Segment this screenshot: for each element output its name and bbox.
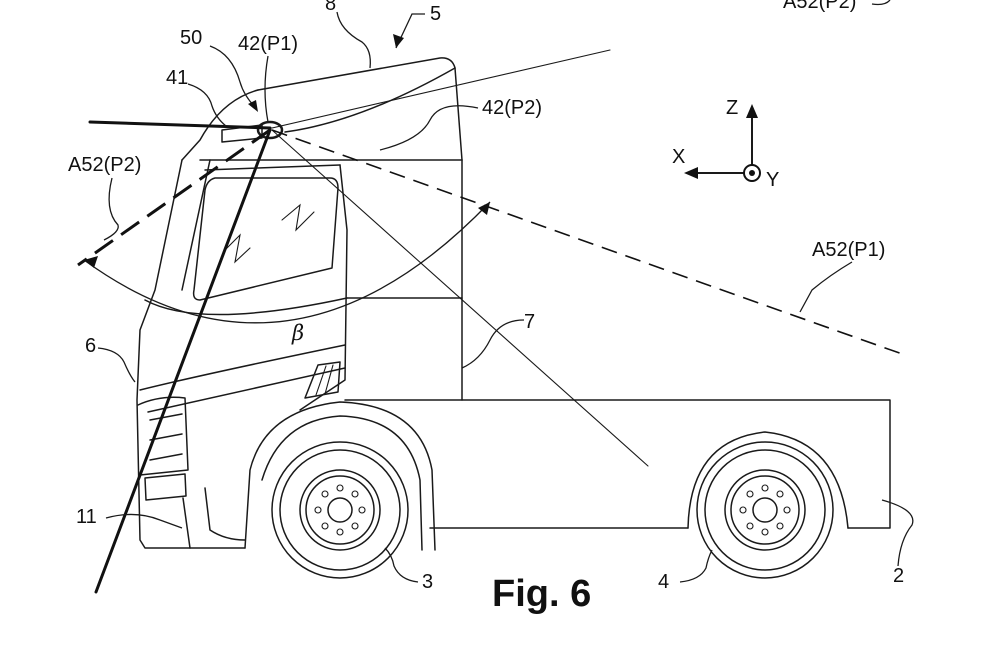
axis-label-x: X bbox=[672, 146, 685, 168]
axis-triad bbox=[684, 104, 761, 182]
label-6: 6 bbox=[85, 335, 96, 357]
leader-lines bbox=[97, 0, 914, 583]
truck-chassis bbox=[244, 399, 891, 551]
label-41: 41 bbox=[166, 67, 188, 89]
label-42-p2: 42(P2) bbox=[482, 97, 542, 119]
label-3: 3 bbox=[422, 571, 433, 593]
axis-label-y: Y bbox=[766, 169, 779, 191]
front-wheel bbox=[271, 441, 409, 579]
camera-sensor bbox=[221, 120, 284, 143]
label-4: 4 bbox=[658, 571, 669, 593]
rear-wheel bbox=[696, 441, 834, 579]
z-arrow-icon bbox=[746, 104, 758, 118]
label-a52-p2-left: A52(P2) bbox=[68, 154, 141, 176]
view-lines bbox=[77, 49, 906, 594]
label-beta: β bbox=[291, 321, 304, 345]
x-arrow-icon bbox=[684, 167, 698, 179]
axis-label-z: Z bbox=[726, 97, 738, 119]
label-a52-p2-top: A52(P2) bbox=[783, 0, 856, 13]
label-42-p1: 42(P1) bbox=[238, 33, 298, 55]
label-50: 50 bbox=[180, 27, 202, 49]
figure-title: Fig. 6 bbox=[492, 573, 591, 615]
reference-labels: A52(P2) 8 5 50 42(P1) 41 42(P2) A52(P2) … bbox=[68, 0, 904, 593]
label-5: 5 bbox=[430, 3, 441, 25]
label-2: 2 bbox=[893, 565, 904, 587]
label-8: 8 bbox=[325, 0, 336, 15]
label-11: 11 bbox=[76, 506, 97, 528]
label-7: 7 bbox=[524, 311, 535, 333]
truck-cab bbox=[136, 57, 463, 549]
label-a52-p1: A52(P1) bbox=[812, 239, 885, 261]
